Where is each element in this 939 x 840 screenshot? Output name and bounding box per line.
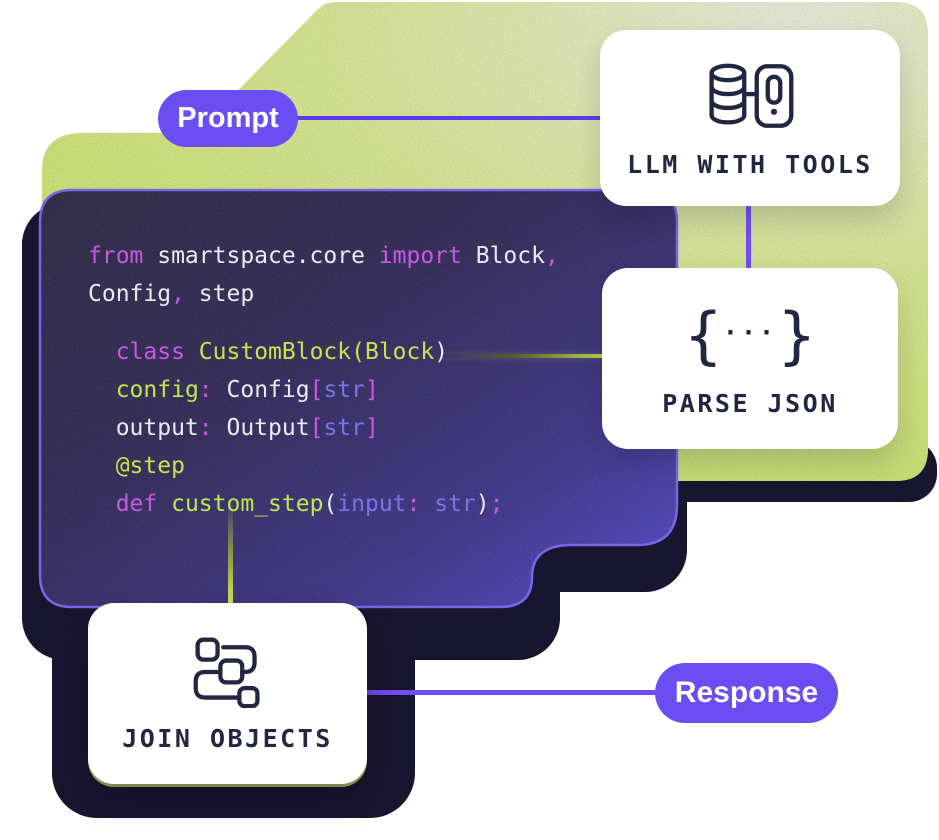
code-token: config — [115, 377, 199, 403]
brace-right: } — [778, 299, 816, 372]
code-token: CustomBlock(Block — [184, 339, 435, 365]
response-badge: Response — [655, 663, 838, 723]
prompt-badge-label: Prompt — [177, 102, 279, 134]
code-token: str — [323, 415, 365, 441]
code-token: str — [420, 491, 476, 517]
code-token: Config — [88, 281, 172, 307]
code-line: Config, step — [88, 281, 254, 307]
code-token: Block — [461, 243, 545, 269]
code-line: output: Output[str] — [88, 415, 379, 441]
llm-with-tools-card: LLM WITH TOOLS — [600, 30, 900, 206]
llm-card-label: LLM WITH TOOLS — [627, 149, 873, 179]
brace-dots: ··· — [722, 317, 778, 347]
code-token: [ — [309, 377, 324, 403]
join-objects-card: JOIN OBJECTS — [88, 603, 367, 784]
code-token: Config — [212, 377, 310, 403]
code-token: import — [378, 243, 462, 269]
code-token: def — [115, 491, 158, 517]
code-token: , — [171, 281, 185, 307]
code-token — [88, 491, 116, 517]
code-token: : — [198, 415, 213, 441]
parse-json-card: { ··· } PARSE JSON — [602, 268, 898, 449]
parse-card-label: PARSE JSON — [662, 389, 838, 418]
code-block-imports: from smartspace.core import Block, Confi… — [88, 237, 559, 313]
code-token: , — [544, 243, 559, 269]
llm-to-parse-connector-line — [746, 205, 751, 269]
code-token: output — [88, 415, 199, 441]
code-token: : — [198, 377, 213, 403]
code-block-class: class CustomBlock(Block) config: Config[… — [88, 333, 504, 523]
join-nodes-icon — [193, 637, 260, 708]
response-badge-label: Response — [674, 676, 819, 709]
code-token: custom_step — [157, 491, 324, 517]
code-token: ) — [475, 491, 490, 517]
code-line: class CustomBlock(Block) — [88, 339, 448, 365]
code-to-join-connector-line — [228, 500, 233, 606]
code-token: from — [88, 243, 144, 269]
braces-icon: { ··· } — [685, 299, 816, 373]
code-panel — [38, 188, 679, 609]
code-token: str — [323, 377, 365, 403]
code-token: Output — [212, 415, 310, 441]
class-to-parse-connector-line — [443, 354, 603, 358]
code-token: ( — [323, 491, 338, 517]
join-card-label: JOIN OBJECTS — [122, 724, 333, 753]
code-line: def custom_step(input: str); — [88, 491, 504, 517]
code-token: step — [184, 281, 255, 307]
code-token — [88, 377, 116, 403]
prompt-connector-line — [297, 116, 600, 120]
code-line: config: Config[str] — [88, 377, 379, 403]
code-line: from smartspace.core import Block, — [88, 243, 559, 269]
code-token: @step — [88, 453, 185, 479]
brace-left: { — [684, 299, 722, 372]
code-token — [88, 339, 116, 365]
code-token: smartspace.core — [143, 243, 379, 269]
response-connector-line — [367, 690, 658, 695]
code-token: : — [406, 491, 421, 517]
code-token: ) — [434, 339, 449, 365]
prompt-badge: Prompt — [158, 90, 298, 147]
code-line: @step — [88, 453, 185, 479]
database-device-icon — [709, 63, 794, 128]
code-token: [ — [309, 415, 324, 441]
code-token: class — [115, 339, 185, 365]
code-token: input — [337, 491, 407, 517]
code-token: ] — [364, 415, 379, 441]
code-token: ; — [489, 491, 504, 517]
code-token: ] — [365, 377, 379, 403]
